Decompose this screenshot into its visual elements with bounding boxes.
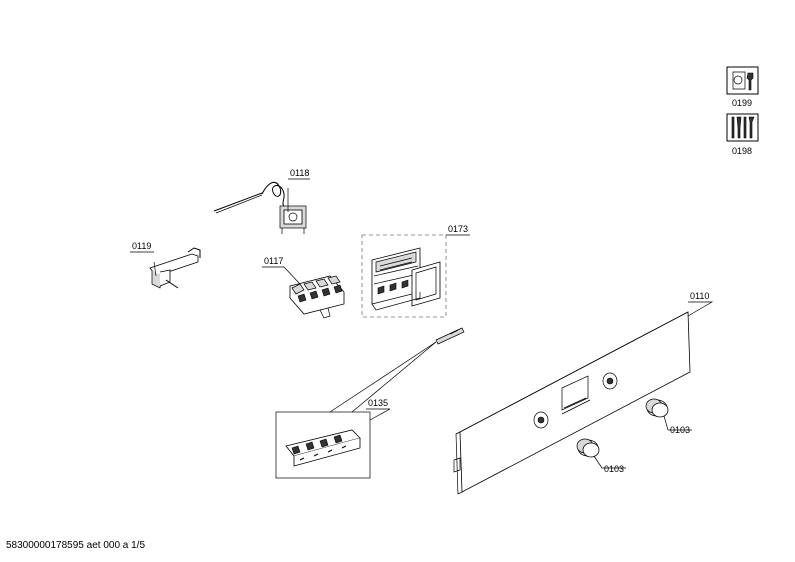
part-label-0199: 0199	[732, 98, 752, 108]
connector-group-box	[275, 411, 371, 479]
part-label-0173: 0173	[448, 224, 468, 234]
terminal-block-part[interactable]	[289, 275, 345, 319]
sensor-cable-part[interactable]	[329, 327, 465, 413]
part-label-0118: 0118	[290, 168, 309, 178]
part-label-0135: 0135	[368, 398, 388, 408]
electronic-module-part[interactable]	[371, 247, 441, 311]
connector-strip-part[interactable]	[285, 429, 361, 467]
document-id: 58300000178595 aet 000 a 1/5	[6, 540, 146, 551]
control-knob-part-a[interactable]	[645, 398, 669, 418]
control-knob-part-b[interactable]	[576, 438, 600, 458]
part-label-0110: 0110	[690, 291, 709, 301]
control-panel-part[interactable]	[453, 311, 691, 495]
module-group-box	[361, 234, 447, 318]
wrench-nut-icon[interactable]	[726, 66, 759, 95]
tools-set-icon[interactable]	[726, 113, 759, 142]
part-label-0119: 0119	[132, 241, 151, 251]
part-label-0198: 0198	[732, 146, 752, 156]
part-label-0117: 0117	[264, 256, 283, 266]
part-label-0103-b: 0103	[604, 464, 624, 474]
thermostat-part[interactable]	[213, 181, 307, 234]
bracket-switch-part[interactable]	[149, 247, 201, 289]
